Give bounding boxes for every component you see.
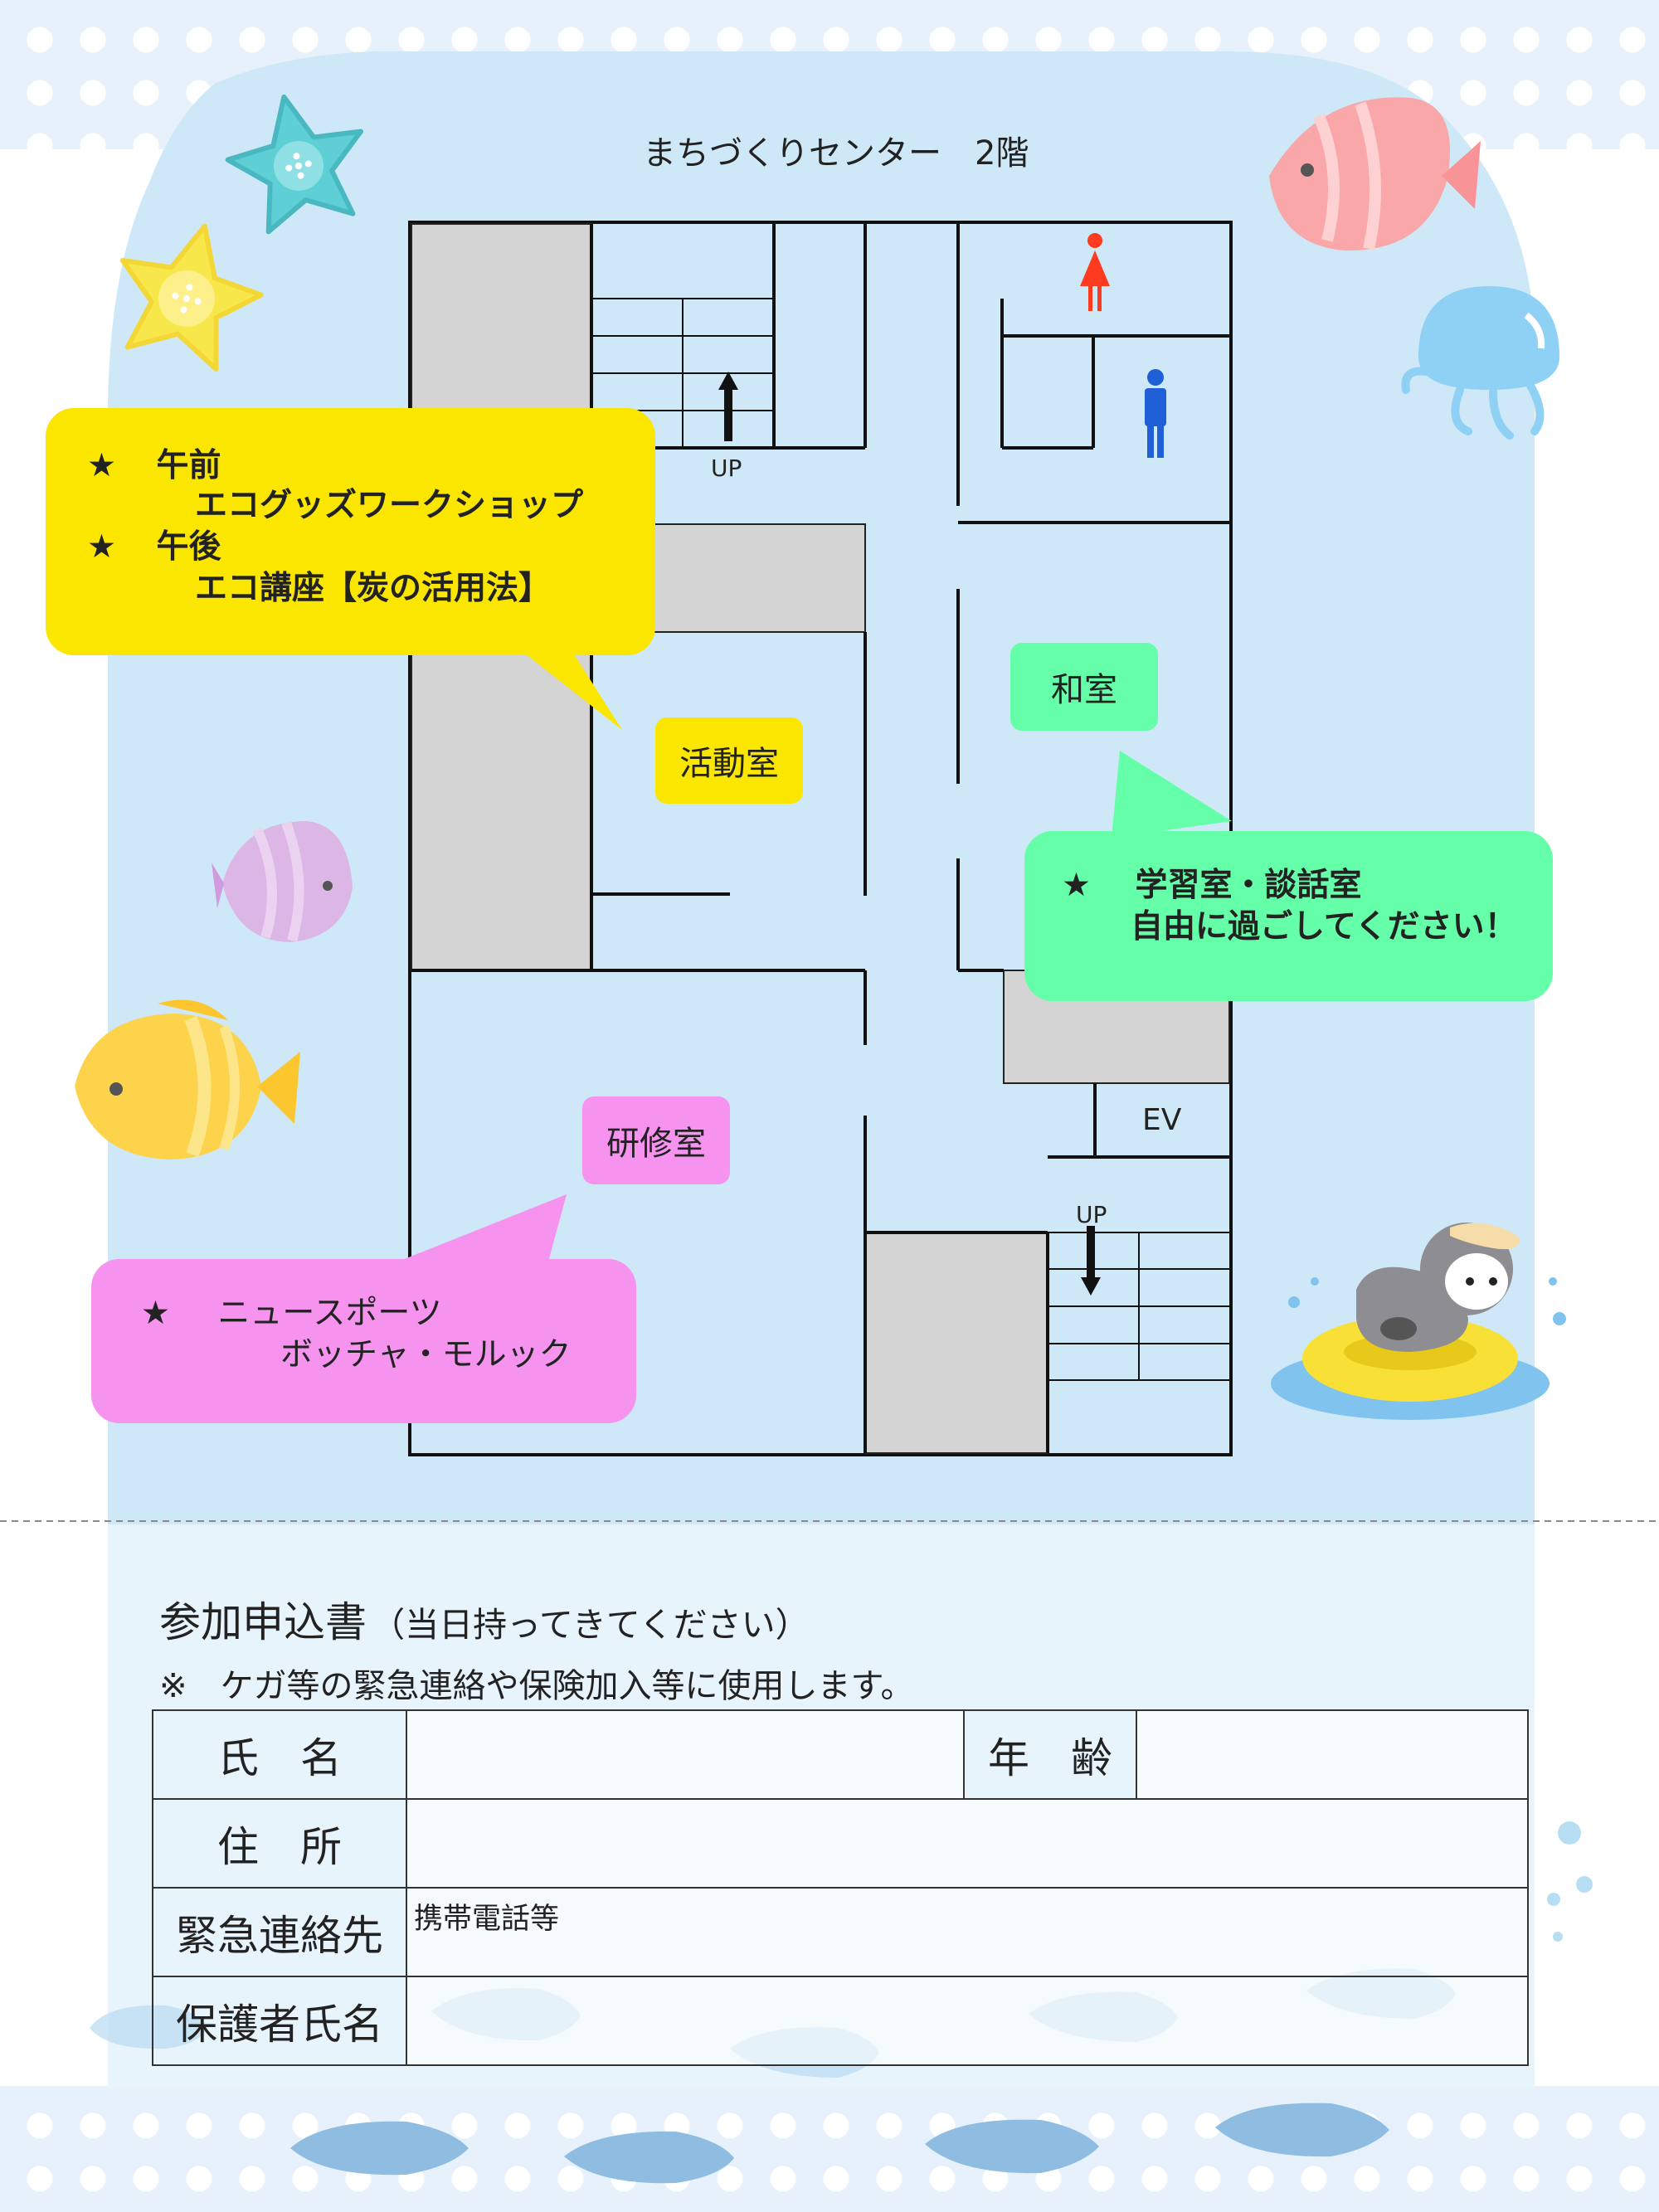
guardian-name-field[interactable] bbox=[406, 1976, 1529, 2066]
form-row-guardian: 保護者氏名 bbox=[152, 1976, 1529, 2066]
stairs-up-label: UP bbox=[1076, 1201, 1107, 1228]
form-title-main: 参加申込書 bbox=[159, 1598, 367, 1646]
elevator-label: EV bbox=[1142, 1103, 1182, 1137]
form-row-name: 氏 名 年 齢 bbox=[152, 1709, 1529, 1800]
bubble-line: ★ 午前 bbox=[87, 447, 221, 484]
bubble-line: ★ 午後 bbox=[87, 528, 221, 566]
emergency-contact-label: 緊急連絡先 bbox=[152, 1887, 407, 1977]
jellyfish-icon bbox=[1401, 286, 1559, 440]
bubble-tail-japanese bbox=[1112, 751, 1232, 838]
bubble-line: エコグッズワークショップ bbox=[195, 487, 584, 524]
bubble-tail-training bbox=[390, 1194, 567, 1265]
room-label-activity: 活動室 bbox=[655, 717, 803, 804]
room-label-japanese: 和室 bbox=[1010, 643, 1158, 731]
japanese-room-bubble: ★ 学習室・談話室 自由に過ごしてください！ bbox=[1024, 831, 1553, 1001]
address-label: 住 所 bbox=[152, 1798, 407, 1889]
bubble-line: ボッチャ・モルック bbox=[280, 1336, 572, 1373]
fish-icon bbox=[1269, 97, 1481, 251]
fish-icon bbox=[75, 999, 300, 1159]
starfish-icon bbox=[119, 223, 264, 372]
bubble-line: 自由に過ごしてください！ bbox=[1131, 908, 1517, 946]
guardian-name-label: 保護者氏名 bbox=[152, 1976, 407, 2066]
bubble-decoration bbox=[1547, 1821, 1593, 1942]
bubble-tail-activity bbox=[506, 639, 622, 730]
arrow-down-icon bbox=[1081, 1226, 1101, 1296]
bubble-line: ★ 学習室・談話室 bbox=[1062, 867, 1362, 904]
form-title: 参加申込書 （当日持ってきてください） bbox=[159, 1589, 810, 1649]
penguin-icon bbox=[1271, 1223, 1566, 1420]
male-restroom-icon bbox=[1145, 369, 1166, 458]
bubble-line: ★ ニュースポーツ bbox=[141, 1295, 442, 1332]
female-restroom-icon bbox=[1080, 233, 1110, 311]
star-icon: ★ bbox=[87, 447, 116, 484]
name-field[interactable] bbox=[406, 1709, 965, 1800]
bottom-dot-band bbox=[0, 2086, 1659, 2212]
age-field[interactable] bbox=[1136, 1709, 1529, 1800]
lower-staircase bbox=[1048, 1232, 1229, 1381]
fish-icon bbox=[212, 820, 353, 942]
star-icon: ★ bbox=[141, 1295, 170, 1332]
star-icon: ★ bbox=[1062, 867, 1091, 904]
name-label: 氏 名 bbox=[152, 1709, 407, 1800]
form-row-emergency: 緊急連絡先 携帯電話等 bbox=[152, 1887, 1529, 1977]
fish-icon bbox=[290, 2103, 1389, 2184]
address-field[interactable] bbox=[406, 1798, 1529, 1889]
stairs-up-label: UP bbox=[711, 455, 742, 482]
bubble-line: エコ講座【炭の活用法】 bbox=[195, 570, 552, 607]
age-label: 年 齢 bbox=[963, 1709, 1137, 1800]
form-title-note: （当日持ってきてください） bbox=[371, 1605, 810, 1645]
application-form-table: 氏 名 年 齢 住 所 緊急連絡先 携帯電話等 保護者氏名 bbox=[152, 1709, 1529, 2066]
training-room-bubble: ★ ニュースポーツ ボッチャ・モルック bbox=[91, 1259, 636, 1423]
star-icon: ★ bbox=[87, 528, 116, 566]
activity-bubble: ★ 午前 エコグッズワークショップ ★ 午後 エコ講座【炭の活用法】 bbox=[46, 408, 655, 655]
arrow-up-icon bbox=[718, 372, 738, 441]
form-note: ※ ケガ等の緊急連絡や保険加入等に使用します。 bbox=[159, 1667, 914, 1705]
emergency-hint: 携帯電話等 bbox=[414, 1903, 560, 1936]
room-label-training: 研修室 bbox=[582, 1096, 730, 1184]
emergency-contact-field[interactable]: 携帯電話等 bbox=[406, 1887, 1529, 1977]
form-row-address: 住 所 bbox=[152, 1798, 1529, 1889]
page-title: まちづくりセンター 2階 bbox=[643, 134, 1029, 173]
starfish-icon bbox=[225, 94, 364, 235]
